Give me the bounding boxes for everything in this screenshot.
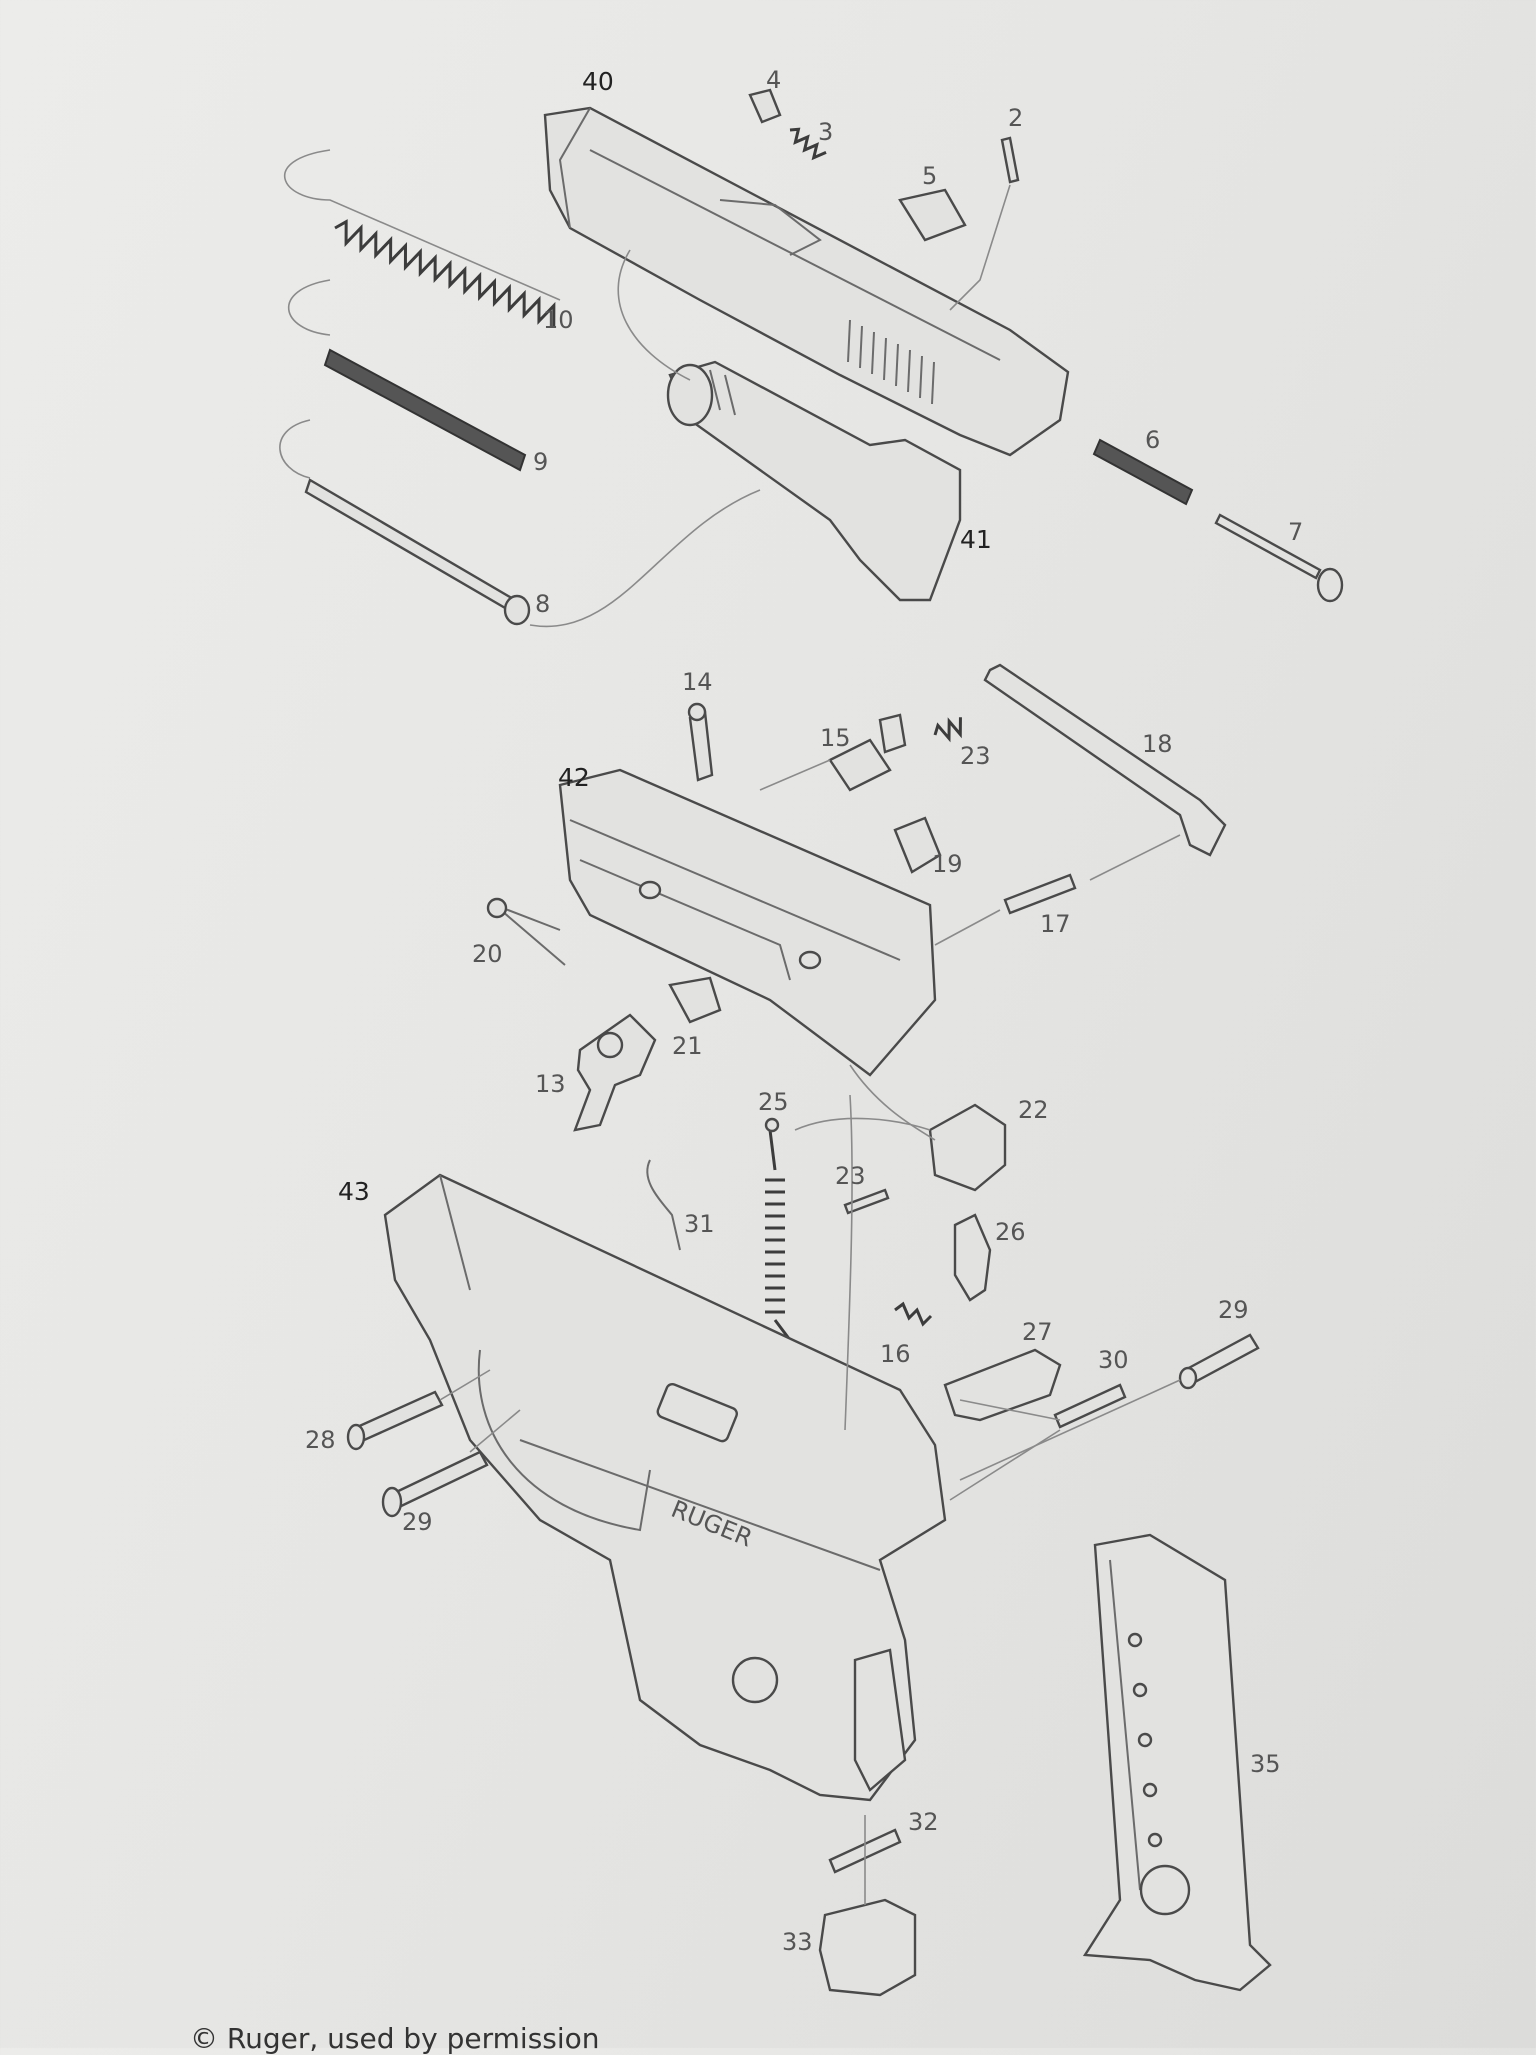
- label-27: 26: [995, 1218, 1026, 1246]
- pin-29-left: [346, 1390, 444, 1451]
- label-15: 15: [820, 724, 851, 752]
- label-42: 42: [558, 763, 590, 792]
- label-10: 10: [543, 306, 574, 334]
- label-17: 17: [1040, 910, 1071, 938]
- slide: [543, 106, 1070, 457]
- copyright-credit: © Ruger, used by permission: [190, 2022, 600, 2055]
- part-23: [928, 1103, 1007, 1192]
- label-6: 6: [1145, 426, 1160, 454]
- magazine-base-34: [818, 1898, 917, 1997]
- spring-32: [646, 1159, 681, 1251]
- label-32: 31: [684, 1210, 715, 1238]
- lever-18: [983, 663, 1227, 857]
- label-34: 33: [782, 1928, 813, 1956]
- recoil-spring-inner: [287, 279, 527, 472]
- label-19: 19: [932, 850, 963, 878]
- label-14: 14: [682, 668, 713, 696]
- label-7: 7: [1288, 518, 1303, 546]
- part-27: [953, 1213, 992, 1302]
- label-16: 16: [880, 1340, 911, 1368]
- label-3: 3: [818, 118, 833, 146]
- label-35: 35: [1250, 1750, 1281, 1778]
- label-20: 20: [472, 940, 503, 968]
- label-23: 22: [1018, 1096, 1049, 1124]
- recoil-spring-outer: [283, 149, 561, 328]
- label-30: 29: [402, 1508, 433, 1536]
- label-29-left: 28: [305, 1426, 336, 1454]
- label-22: 23: [835, 1162, 866, 1190]
- grip-frame: RUGER: [383, 1173, 947, 1802]
- pin-31: [1053, 1383, 1127, 1429]
- label-21: 21: [672, 1032, 703, 1060]
- label-18: 18: [1142, 730, 1173, 758]
- spring-26: [933, 717, 962, 743]
- firing-pin-spring: [1092, 438, 1194, 506]
- part-15: [828, 713, 907, 792]
- callout-labels: 40 4 3 2 5 10 9 41 6 7 8 14 15 23 18 42 …: [305, 66, 1303, 1956]
- front-sight: [748, 88, 782, 124]
- label-13: 13: [535, 1070, 566, 1098]
- barrel: [617, 249, 962, 602]
- spring-20: [486, 897, 566, 966]
- extractor: [898, 188, 967, 242]
- label-5: 5: [922, 162, 937, 190]
- label-31: 30: [1098, 1346, 1129, 1374]
- part-28: [943, 1348, 1062, 1422]
- pin-22: [843, 1188, 890, 1215]
- slide-serrations: [847, 319, 935, 405]
- label-33: 32: [908, 1808, 939, 1836]
- magazine: [1082, 1533, 1272, 1992]
- label-8: 8: [535, 590, 550, 618]
- label-25: 25: [758, 1088, 789, 1116]
- firing-pin-pin: [949, 136, 1020, 311]
- spring-16: [894, 1301, 933, 1327]
- grip-panel: [853, 1648, 907, 1792]
- pin-30: [381, 1450, 489, 1518]
- label-26: 23: [960, 742, 991, 770]
- label-40: 40: [582, 67, 614, 96]
- part-21: [668, 976, 722, 1024]
- pin-17: [1003, 873, 1077, 915]
- leader-lines: [439, 759, 1181, 1905]
- hammer-13: [573, 1013, 657, 1132]
- part-19: [893, 816, 942, 874]
- label-4: 4: [766, 66, 781, 94]
- label-28: 27: [1022, 1318, 1053, 1346]
- label-9: 9: [533, 448, 548, 476]
- pin-29-right: [1178, 1333, 1260, 1390]
- frame-insert: [558, 768, 937, 1077]
- firing-pin: [1214, 513, 1344, 603]
- rear-sight-spring: [789, 127, 827, 161]
- label-41: 41: [960, 525, 992, 554]
- label-43: 43: [338, 1177, 370, 1206]
- pin-14: [687, 702, 714, 782]
- label-2: 2: [1008, 104, 1023, 132]
- spring-25: [764, 1117, 792, 1341]
- label-29-right: 29: [1218, 1296, 1249, 1324]
- guide-rod: [279, 419, 761, 628]
